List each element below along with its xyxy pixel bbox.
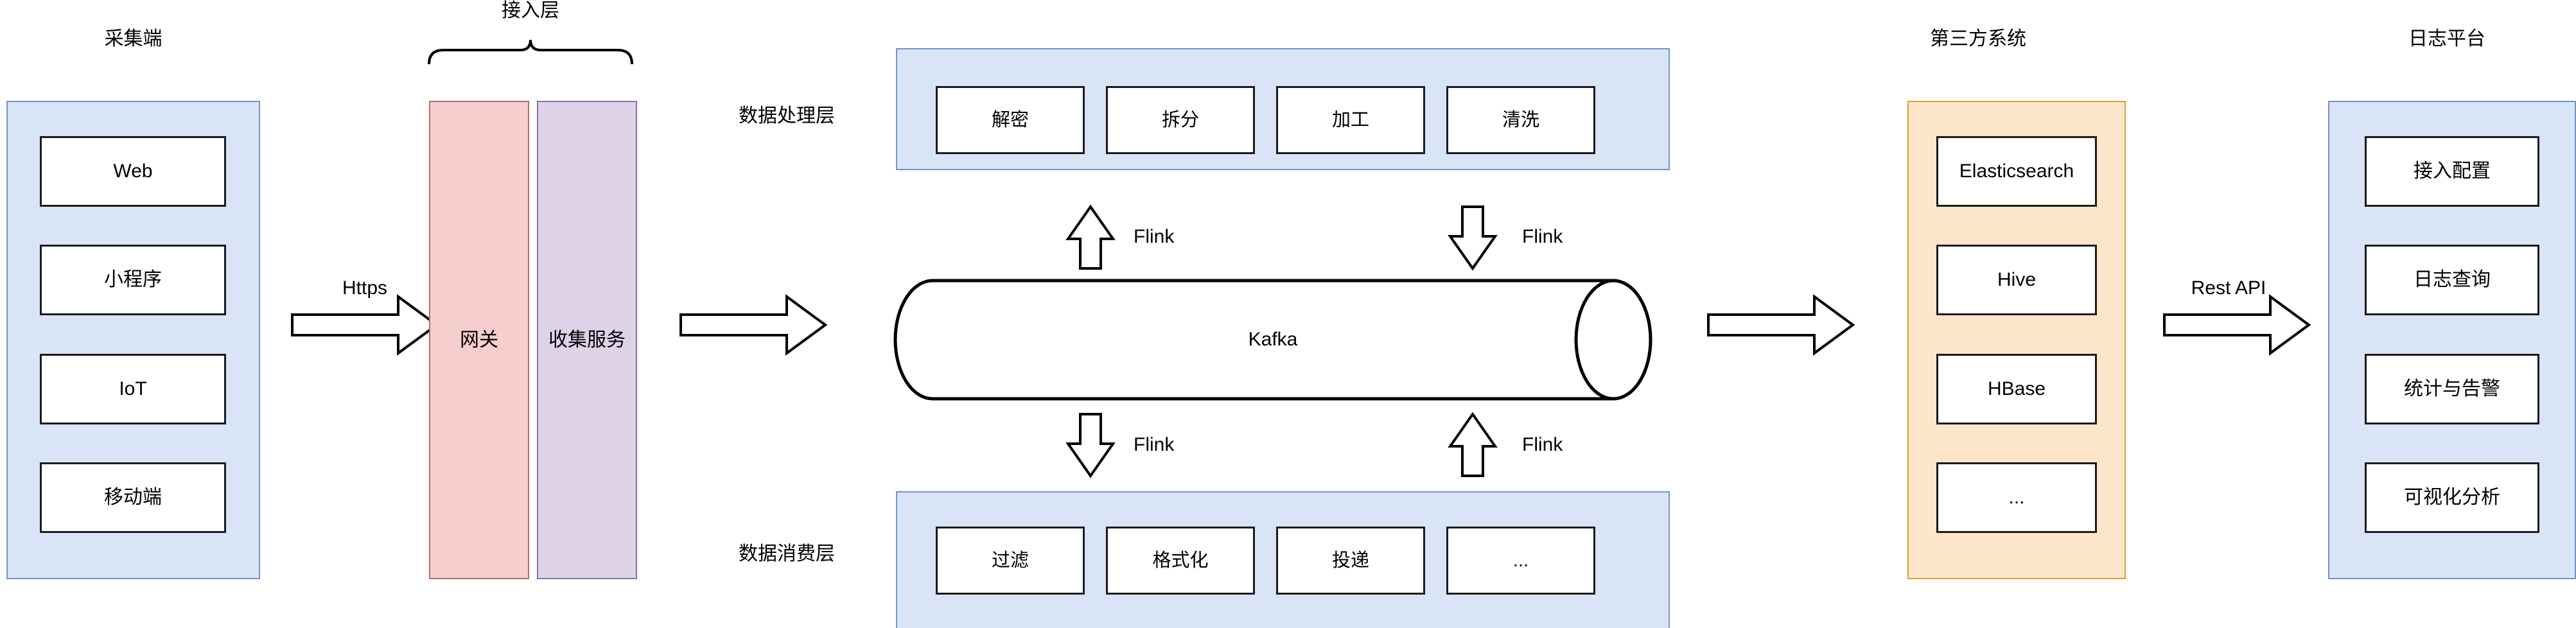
caption-log-platform: 日志平台 — [2408, 28, 2485, 49]
node-processing-clean[interactable]: 清洗 — [1446, 86, 1595, 154]
edge-label-https: Https — [342, 277, 388, 299]
edge-label-rest-api: Rest API — [2191, 277, 2266, 299]
flink-arrow-up-right — [1448, 412, 1498, 477]
edge-label-flink-down-right: Flink — [1522, 226, 1563, 247]
edge-label-flink-up-right: Flink — [1522, 434, 1563, 455]
band-label-collect-service[interactable]: 收集服务 — [548, 329, 626, 351]
node-platform-access-config[interactable]: 接入配置 — [2365, 136, 2539, 207]
rest-api-arrow — [2163, 294, 2311, 356]
side-label-consumption: 数据消费层 — [739, 543, 835, 564]
node-platform-log-query[interactable]: 日志查询 — [2365, 245, 2539, 315]
side-label-processing: 数据处理层 — [739, 105, 835, 126]
flink-arrow-up-left — [1065, 204, 1116, 270]
flink-arrow-down-left — [1065, 413, 1116, 478]
caption-collection: 采集端 — [104, 28, 162, 49]
node-consumption-filter[interactable]: 过滤 — [936, 527, 1085, 595]
band-label-gateway[interactable]: 网关 — [460, 329, 498, 351]
node-platform-stats-alert[interactable]: 统计与告警 — [2365, 354, 2539, 424]
https-arrow — [291, 294, 439, 356]
node-collection-mobile[interactable]: 移动端 — [40, 462, 226, 533]
kafka-to-thirdparty-arrow — [1707, 294, 1855, 356]
node-thirdparty-hbase[interactable]: HBase — [1936, 354, 2097, 424]
node-collection-iot[interactable]: IoT — [40, 354, 226, 424]
node-consumption-format[interactable]: 格式化 — [1106, 527, 1255, 595]
node-thirdparty-elasticsearch[interactable]: Elasticsearch — [1936, 136, 2097, 207]
node-platform-visualization[interactable]: 可视化分析 — [2365, 462, 2539, 533]
node-thirdparty-hive[interactable]: Hive — [1936, 245, 2097, 315]
node-processing-decrypt[interactable]: 解密 — [936, 86, 1085, 154]
flink-arrow-down-right — [1448, 205, 1498, 271]
panel-collect-service — [537, 101, 637, 579]
node-consumption-more[interactable]: ... — [1446, 527, 1595, 595]
node-processing-split[interactable]: 拆分 — [1106, 86, 1255, 154]
caption-access-layer: 接入层 — [502, 0, 559, 21]
node-consumption-deliver[interactable]: 投递 — [1276, 527, 1425, 595]
node-thirdparty-more[interactable]: ... — [1936, 462, 2097, 533]
node-processing-transform[interactable]: 加工 — [1276, 86, 1425, 154]
node-collection-web[interactable]: Web — [40, 136, 226, 207]
node-label-kafka[interactable]: Kafka — [1248, 329, 1298, 350]
access-layer-brace — [428, 39, 633, 65]
caption-thirdparty: 第三方系统 — [1930, 28, 2026, 49]
kafka-cylinder — [893, 279, 1652, 401]
edge-label-flink-up-left: Flink — [1134, 226, 1175, 247]
edge-label-flink-down-left: Flink — [1134, 434, 1175, 455]
panel-gateway — [429, 101, 529, 579]
node-collection-miniprogram[interactable]: 小程序 — [40, 245, 226, 315]
collect-to-kafka-arrow — [679, 294, 828, 356]
